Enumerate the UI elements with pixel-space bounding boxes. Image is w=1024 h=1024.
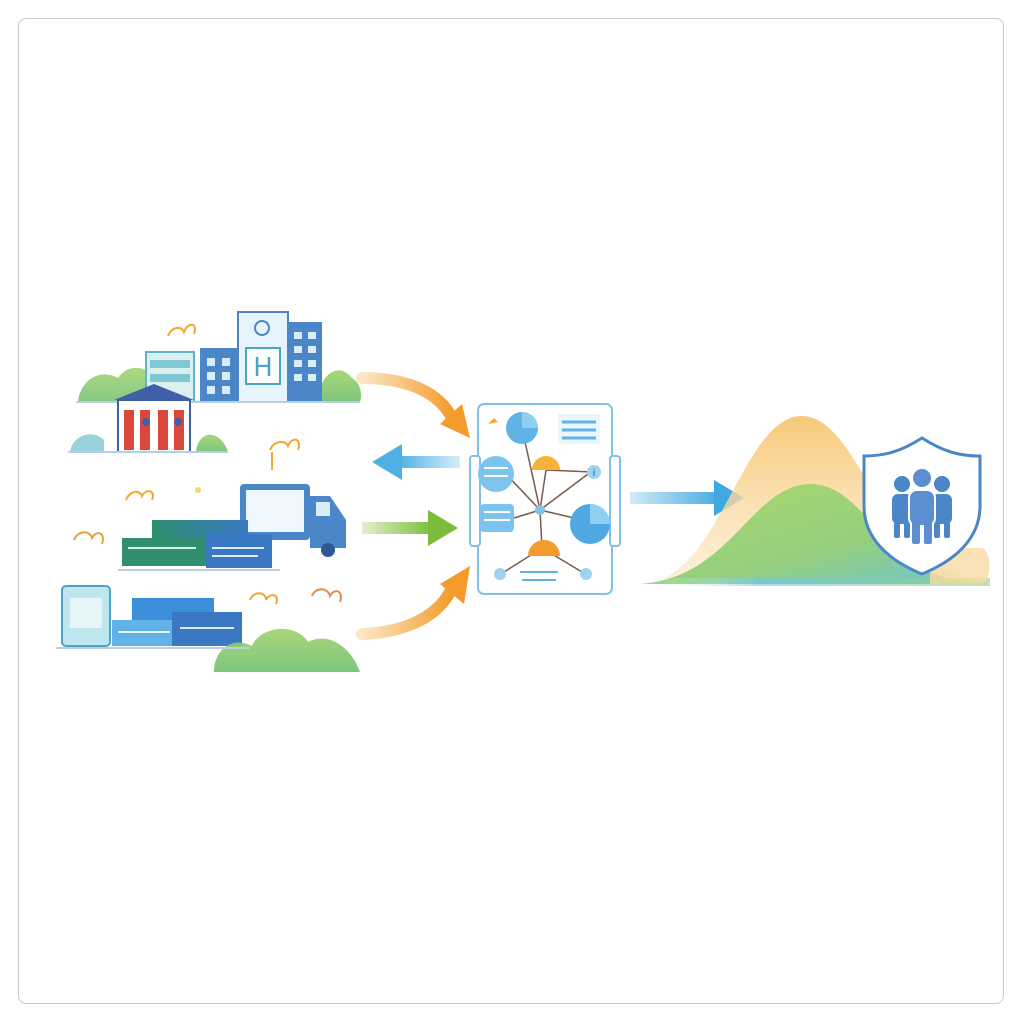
source-bank-cluster <box>68 384 228 453</box>
hub-node <box>532 456 560 470</box>
location-pin-icon <box>249 592 278 605</box>
chart-node <box>590 504 610 524</box>
hub-node <box>528 540 560 556</box>
arrow-in-middle <box>362 510 458 546</box>
bush-shape <box>196 434 228 452</box>
cloud-node <box>494 568 506 580</box>
location-pin-icon <box>167 323 196 337</box>
office-building <box>200 348 238 402</box>
info-badge-label: i <box>593 468 596 479</box>
privacy-shield-icon <box>862 436 982 576</box>
cloud-node <box>580 568 592 580</box>
bush-shape <box>70 434 104 452</box>
people-group-icon <box>892 467 952 544</box>
source-retail-cluster <box>56 585 360 672</box>
vending-kiosk <box>61 585 111 647</box>
source-delivery-cluster <box>73 438 346 571</box>
arrow-curved-in-top <box>356 372 470 438</box>
tower-building <box>288 322 322 402</box>
data-screens <box>112 598 242 646</box>
analytics-panel: i <box>469 403 621 595</box>
location-pin-icon <box>73 531 104 545</box>
arrow-out-left <box>372 444 460 480</box>
location-pin-icon <box>269 438 300 451</box>
hospital-building: H <box>237 311 289 403</box>
distribution-baseline <box>636 578 990 586</box>
arrow-curved-in-bottom <box>356 566 470 640</box>
bush-shape <box>214 628 360 672</box>
data-screens <box>122 520 272 568</box>
chart-node <box>522 412 538 428</box>
hospital-sign-letter: H <box>253 353 273 383</box>
chart-node <box>478 456 514 492</box>
location-pin-icon <box>311 588 342 603</box>
hub-node <box>535 505 545 515</box>
location-pin-icon <box>125 490 154 501</box>
spark-icon <box>488 418 498 424</box>
list-node <box>480 504 514 532</box>
source-city-cluster: H <box>76 311 362 403</box>
bush-shape <box>318 370 362 402</box>
info-badge <box>587 465 601 479</box>
